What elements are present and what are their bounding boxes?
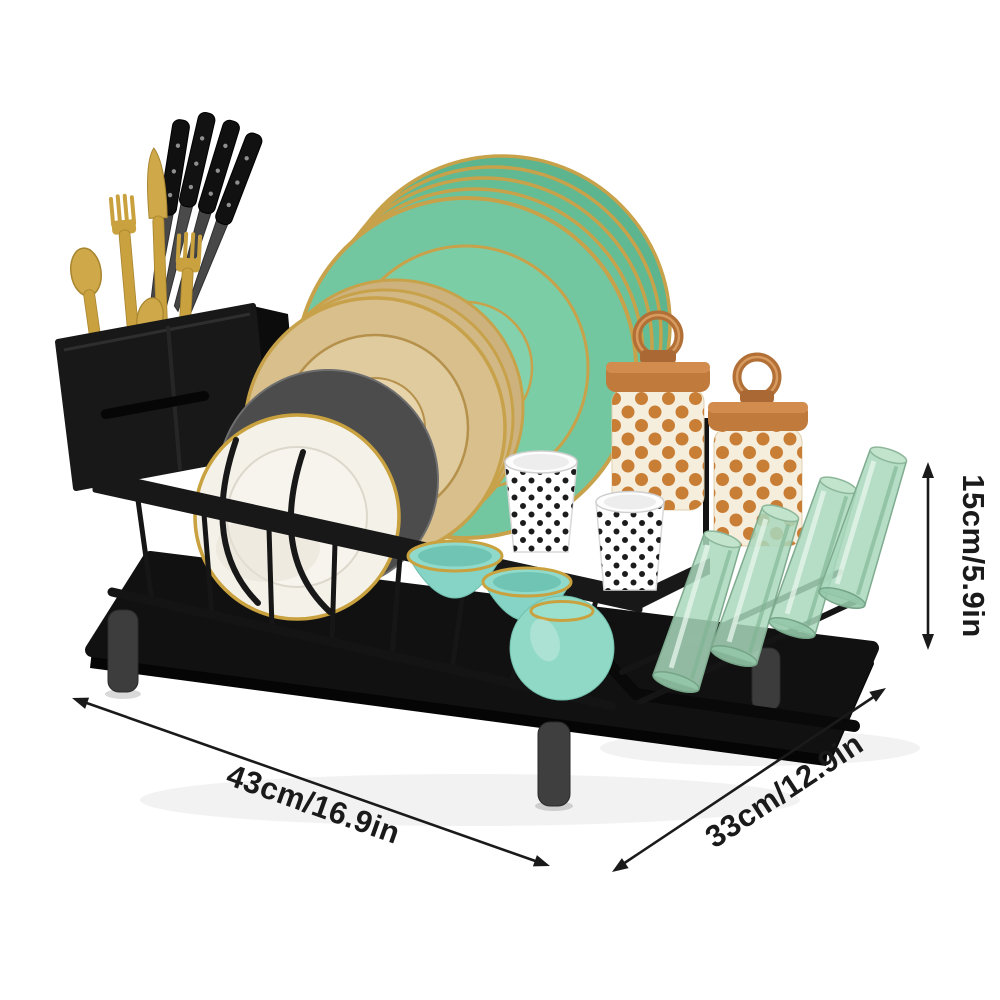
bowl-left — [406, 539, 504, 599]
depth-arrowhead-left — [612, 858, 629, 872]
depth-arrowhead-right — [869, 688, 886, 702]
cup-left — [504, 450, 578, 553]
plate-divider-wires — [219, 437, 333, 615]
height-arrowhead-bottom — [922, 634, 934, 650]
height-arrowhead-top — [922, 462, 934, 478]
drain-board-legs — [105, 609, 782, 811]
teal-bowls — [406, 539, 615, 701]
width-arrowhead-right — [532, 855, 550, 867]
drain-spout-bar — [601, 656, 860, 732]
cup-right — [595, 490, 665, 591]
polka-dot-canisters — [606, 310, 808, 547]
gold-fork — [108, 193, 140, 343]
width-arrow-line — [80, 699, 542, 865]
height-dimension: 15cm/5.9in — [922, 462, 991, 650]
product-illustration — [55, 111, 920, 826]
polka-dot-cups — [504, 450, 665, 591]
width-arrowhead-left — [72, 697, 90, 709]
depth-arrow-line — [619, 692, 879, 868]
teal-pot — [509, 595, 615, 701]
height-dimension-label: 15cm/5.9in — [956, 474, 991, 638]
canister-left — [606, 310, 710, 511]
green-glasses — [652, 446, 908, 694]
